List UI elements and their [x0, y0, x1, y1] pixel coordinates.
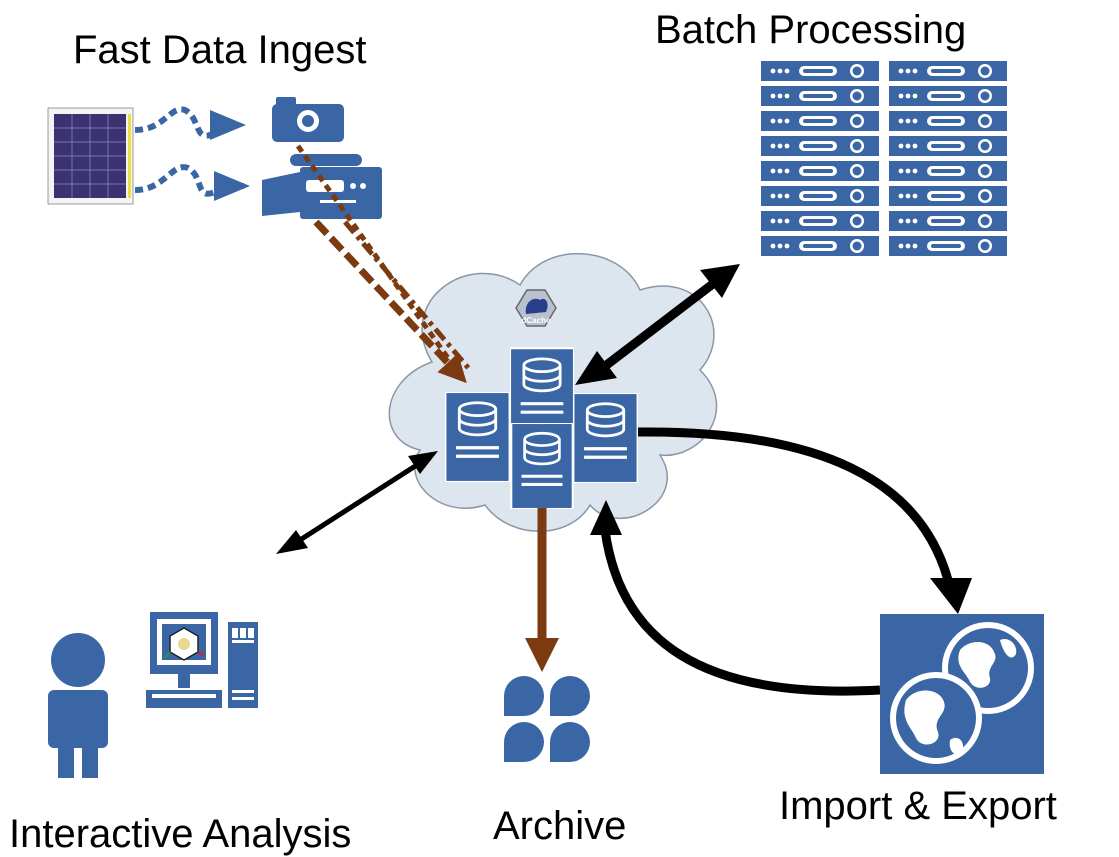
server-rack-icon: [761, 61, 1007, 256]
user-icon: [48, 633, 108, 778]
camera-icon: [272, 97, 344, 142]
interactive-analysis-arrow: [276, 451, 438, 554]
globe-icon: [880, 614, 1044, 774]
import-export-label: Import & Export: [779, 784, 1057, 828]
workstation-icon: [146, 612, 258, 708]
video-camera-icon: [262, 154, 382, 219]
interactive-analysis-label: Interactive Analysis: [9, 812, 352, 856]
dcache-logo-icon: dCache: [515, 289, 557, 327]
ingest-to-storage-arrows: [295, 144, 472, 384]
archive-arrow: [525, 508, 559, 672]
database-icon: [510, 423, 574, 509]
import-export-arrows: [600, 427, 953, 696]
dcache-logo-text: dCache: [522, 316, 551, 325]
ingest-flow-arrows: [134, 106, 250, 202]
tape-archive-icon: [504, 676, 590, 762]
database-icon: [445, 392, 510, 482]
archive-label: Archive: [493, 804, 627, 848]
batch-processing-label: Batch Processing: [655, 8, 967, 52]
batch-processing-arrow: [575, 264, 740, 385]
fast-data-ingest-label: Fast Data Ingest: [73, 28, 367, 72]
detector-image-icon: [47, 107, 134, 205]
database-icon: [573, 393, 638, 483]
